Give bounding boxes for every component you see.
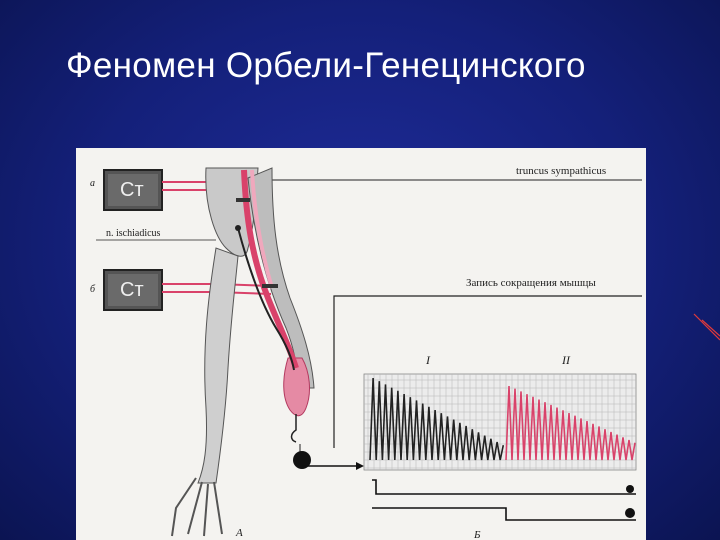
recording-lever	[293, 451, 364, 470]
panel-a-label: А	[235, 527, 243, 539]
diagram-figure: Ст а truncus sympathicus n. ischiadicus …	[76, 148, 646, 540]
stimulus-traces	[372, 480, 636, 520]
stimulator-top: Ст а	[90, 170, 162, 210]
ischiadicus-label: n. ischiadicus	[106, 228, 161, 239]
decor-lines	[690, 300, 720, 360]
truncus-label: truncus sympathicus	[516, 165, 606, 177]
marker-dot-2	[625, 508, 635, 518]
panel-b-label: Б	[473, 529, 481, 540]
marker-dot-1	[626, 485, 634, 493]
kymograph: I II	[364, 353, 636, 470]
stimulator-bottom-letter: б	[90, 284, 96, 295]
phase-2-label: II	[561, 353, 571, 367]
slide-title: Феномен Орбели-Генецинского	[66, 46, 586, 86]
phase-1-label: I	[425, 353, 431, 367]
record-title: Запись сокращения мышцы	[466, 277, 596, 289]
stimulator-top-label: Ст	[120, 179, 144, 201]
stimulator-bottom: Ст б	[90, 270, 162, 310]
stimulator-bottom-label: Ст	[120, 279, 144, 301]
frog-leg	[172, 168, 314, 536]
stimulator-top-letter: а	[90, 178, 95, 189]
